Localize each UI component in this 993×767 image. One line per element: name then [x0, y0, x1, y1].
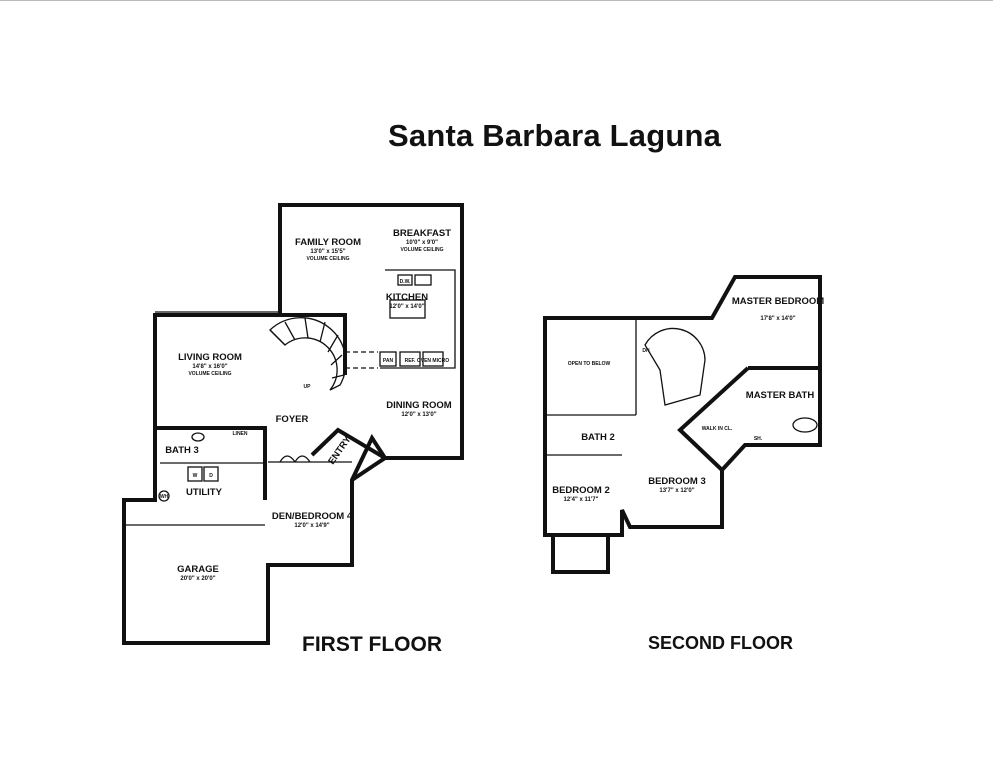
stair-down-label: DN [642, 348, 650, 354]
balcony [551, 533, 610, 574]
second-floor-label: SECOND FLOOR [648, 633, 794, 653]
stair-up-label: UP [304, 384, 312, 390]
first-floor-label: FIRST FLOOR [302, 633, 442, 656]
den-name: DEN/BEDROOM 4 [272, 511, 353, 522]
master-bedroom-dims: 17'8" x 14'0" [760, 316, 795, 322]
ref-label: REF. [405, 358, 416, 364]
plan-title: Santa Barbara Laguna [388, 118, 722, 153]
spiral-staircase [269, 317, 347, 391]
garage-name: GARAGE [177, 564, 219, 575]
breakfast-name: BREAKFAST [393, 228, 451, 239]
stair-treads [269, 317, 345, 379]
first-floor-plan: FAMILY ROOM 13'0" x 15'5" VOLUME CEILING… [122, 203, 464, 645]
master-bedroom-name: MASTER BEDROOM [732, 296, 824, 307]
second-floor-plan: MASTER BEDROOM 17'8" x 14'0" MASTER BATH… [543, 275, 824, 574]
pantry [379, 351, 397, 367]
dining-room-name: DINING ROOM [386, 400, 452, 411]
bedroom2-dims: 12'4" x 11'7" [564, 497, 599, 503]
entry-walls [310, 427, 389, 482]
breakfast-note: VOLUME CEILING [400, 247, 443, 253]
kitchen-island [389, 299, 426, 319]
dryer-label: D [209, 473, 213, 479]
dishwasher [397, 274, 413, 286]
master-suite-walls [677, 366, 820, 472]
tub [792, 417, 818, 433]
spiral-staircase-upper [644, 327, 706, 406]
washer-label: W [193, 473, 198, 479]
family-room-name: FAMILY ROOM [295, 237, 361, 248]
water-heater [158, 490, 170, 502]
living-room-dims: 14'8" x 16'0" [192, 364, 227, 370]
dw-label: D.W. [400, 279, 411, 285]
bedroom3-dims: 13'7" x 12'0" [659, 488, 694, 494]
foyer-name: FOYER [276, 414, 309, 425]
bedroom2-name: BEDROOM 2 [552, 485, 610, 496]
linen-label: LINEN [233, 431, 248, 437]
master-bath-name: MASTER BATH [746, 390, 815, 401]
kitchen-name: KITCHEN [386, 292, 428, 303]
bedroom3-name: BEDROOM 3 [648, 476, 706, 487]
utility-name: UTILITY [186, 487, 223, 498]
open-to-below-label: OPEN TO BELOW [568, 361, 611, 367]
refrigerator [399, 351, 421, 367]
kitchen-sink [414, 274, 432, 286]
family-room-note: VOLUME CEILING [306, 256, 349, 262]
first-floor-outer-walls [122, 203, 464, 645]
pantry-label: PAN [383, 358, 394, 364]
wh-label: WH [160, 494, 169, 500]
living-room-name: LIVING ROOM [178, 352, 242, 363]
den-dims: 12'0" x 14'9" [294, 523, 329, 529]
oven-micro [422, 351, 444, 367]
foyer-doors [279, 455, 311, 463]
shower-label: SH. [754, 436, 763, 442]
bath-utility-walls [155, 426, 267, 500]
dryer [203, 466, 219, 482]
breakfast-dims: 10'0" x 9'0" [406, 240, 438, 246]
bath2-name: BATH 2 [581, 432, 615, 443]
sink [191, 432, 205, 442]
kitchen-dims: 12'0" x 14'0" [389, 304, 424, 310]
oven-label: OVEN MICRO [417, 358, 449, 364]
kitchen-counter [380, 269, 456, 369]
walk-in-label: WALK IN CL. [702, 426, 733, 432]
top-border-line [0, 0, 993, 1]
garage-dims: 20'0" x 20'0" [180, 576, 215, 582]
dining-room-dims: 12'0" x 13'0" [401, 412, 436, 418]
family-room-dims: 13'0" x 15'5" [310, 249, 345, 255]
washer [187, 466, 203, 482]
living-room-note: VOLUME CEILING [188, 371, 231, 377]
bath3-name: BATH 3 [165, 445, 199, 456]
